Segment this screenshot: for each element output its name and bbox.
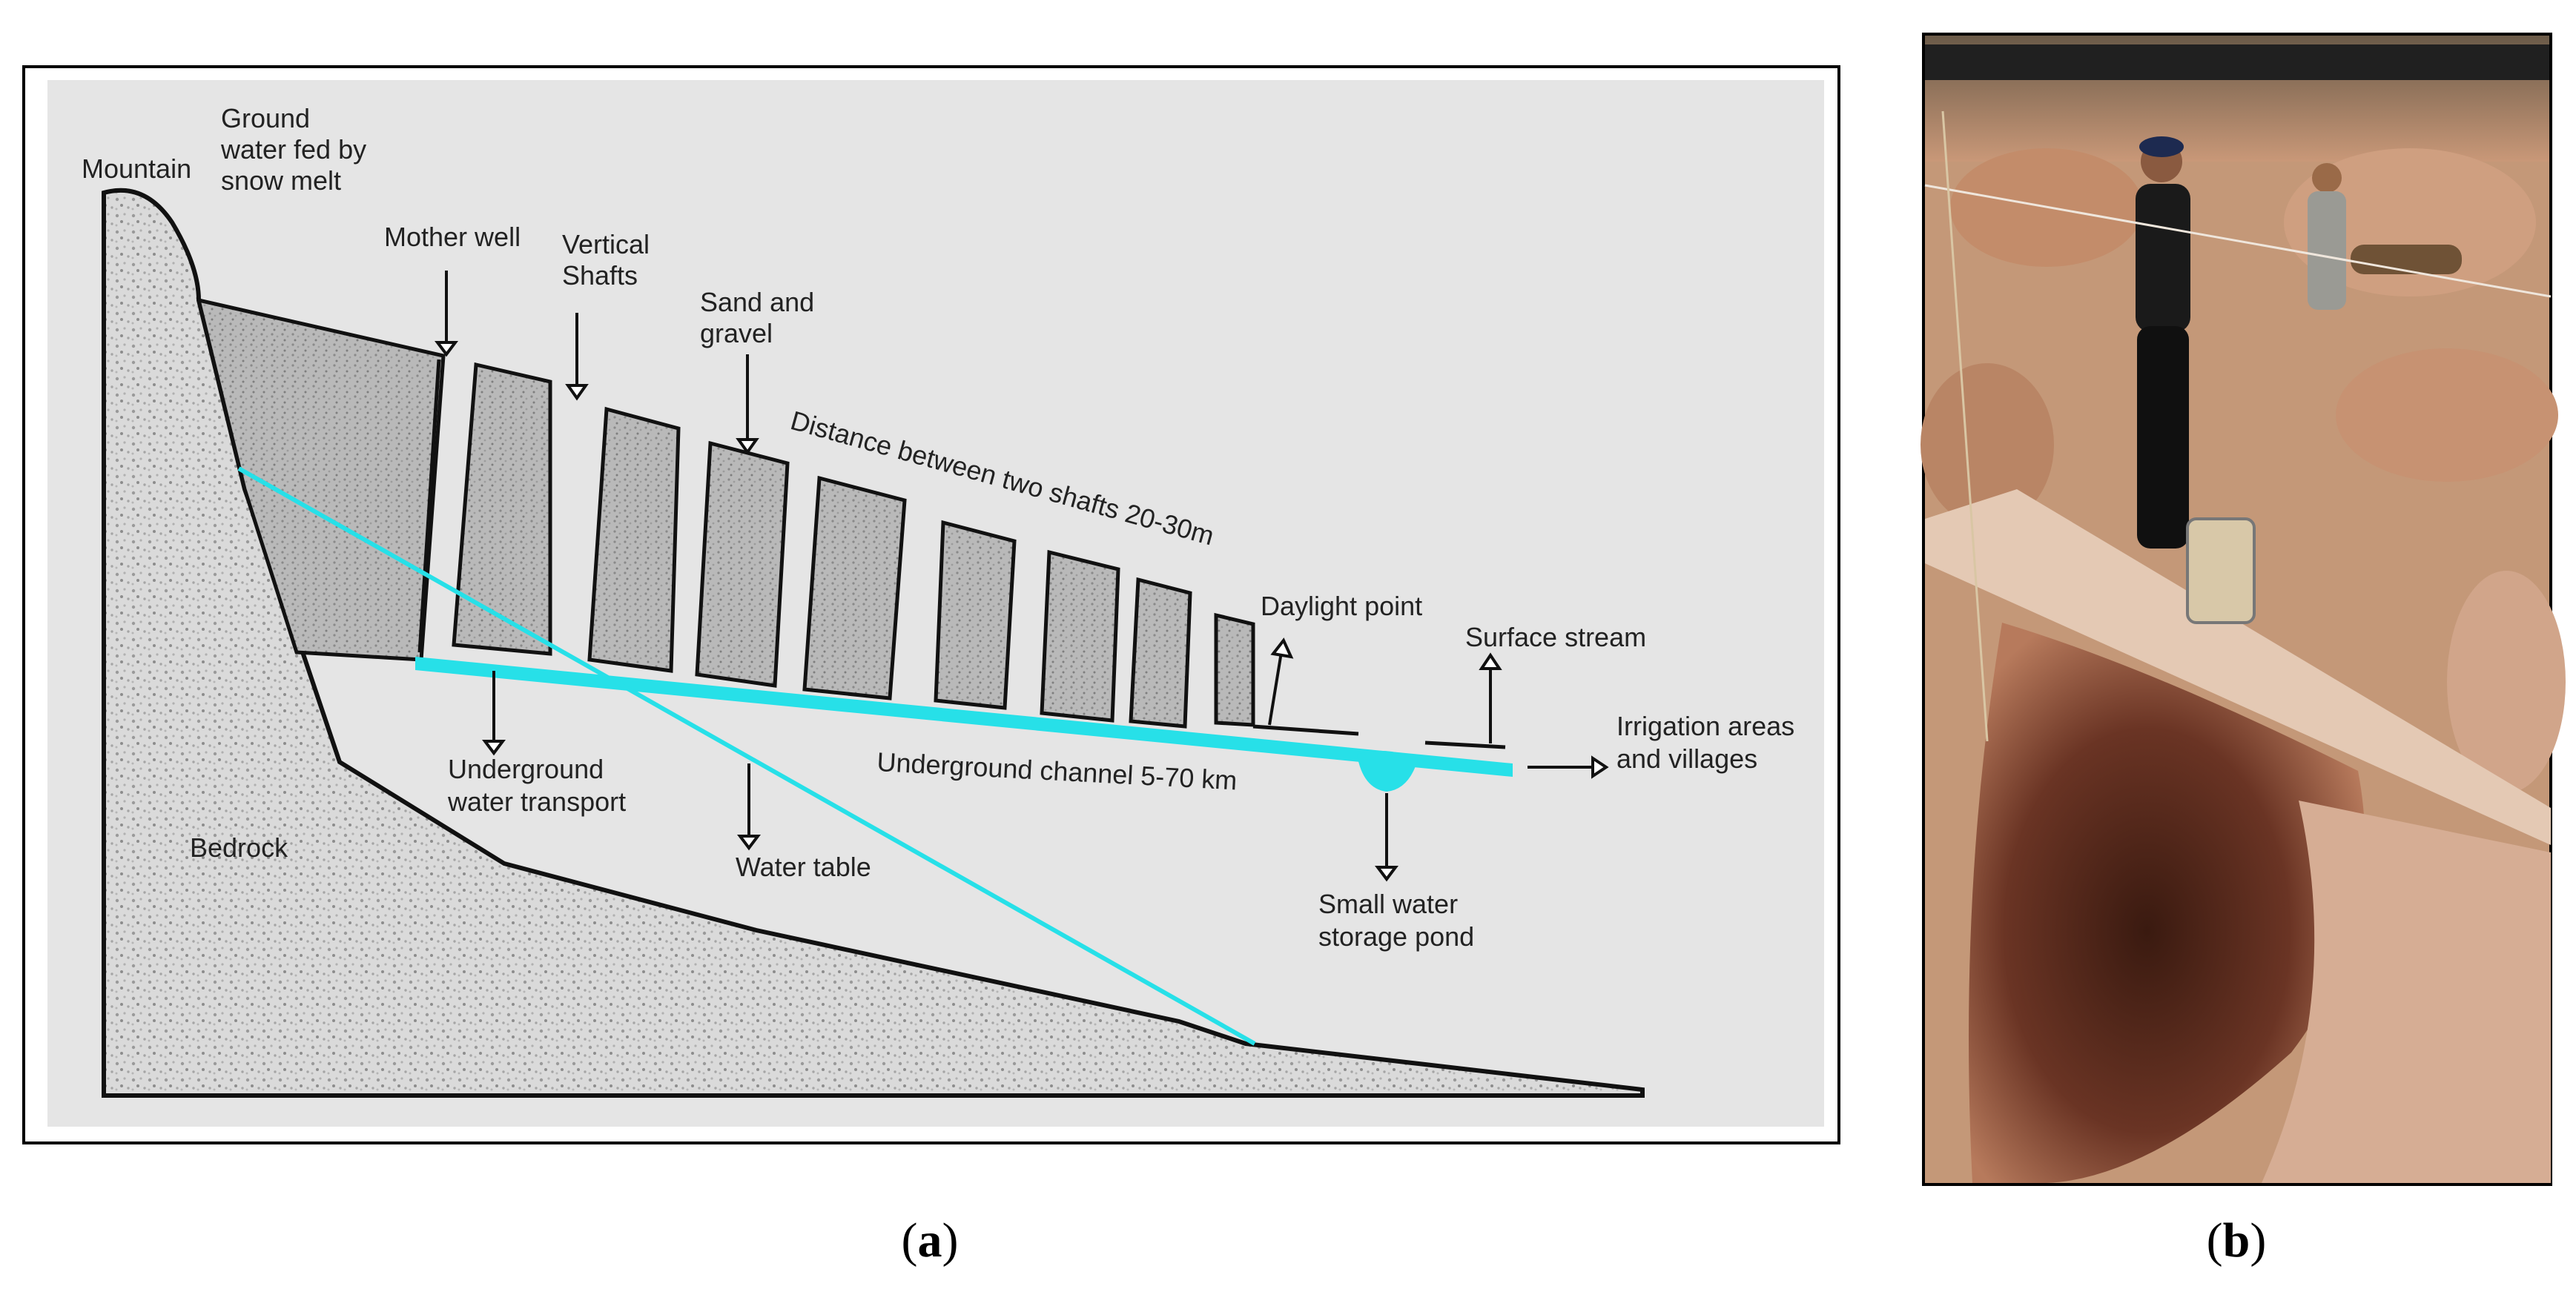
mountain-label: Mountain bbox=[82, 153, 191, 184]
photo-shaft-pit bbox=[1969, 623, 2365, 1183]
ground-line bbox=[1252, 724, 1359, 736]
shaft-slab bbox=[802, 475, 907, 700]
water-table-line bbox=[237, 466, 1256, 1046]
mother-well-label: Mother well bbox=[384, 222, 521, 252]
panel-b-caption: (b) bbox=[2207, 1213, 2267, 1268]
arrow-head bbox=[1479, 652, 1502, 670]
pond-label-2: storage pond bbox=[1318, 921, 1474, 952]
storage-pond bbox=[1357, 750, 1418, 792]
arrow-head bbox=[1591, 755, 1609, 779]
shaft-slabs bbox=[452, 362, 1255, 729]
vertical-shafts-label-2: Shafts bbox=[562, 260, 638, 291]
bedrock-label: Bedrock bbox=[190, 832, 288, 863]
stream-surface-line bbox=[1424, 740, 1506, 749]
shaft-slab bbox=[1214, 612, 1255, 727]
arrows bbox=[435, 271, 1609, 882]
shaft-slab bbox=[1129, 577, 1192, 729]
arrow-head bbox=[1375, 866, 1398, 882]
ground-water-label-2: water fed by bbox=[220, 134, 366, 165]
sand-gravel-label-1: Sand and bbox=[700, 287, 814, 317]
shaft-slab bbox=[587, 406, 681, 673]
underground-transport-label-2: water transport bbox=[447, 786, 626, 817]
shaft-slab bbox=[695, 440, 790, 688]
surface-stream-label: Surface stream bbox=[1465, 622, 1646, 652]
arrow-head bbox=[435, 341, 458, 357]
ground-water-label-3: snow melt bbox=[221, 165, 341, 196]
irrigation-label-2: and villages bbox=[1616, 743, 1757, 774]
photo-rock-wall bbox=[2262, 801, 2551, 1183]
shaft-slab bbox=[1040, 549, 1120, 723]
photo-rope bbox=[1924, 184, 2552, 298]
panel-a-diagram: Mountain Ground water fed by snow melt M… bbox=[22, 65, 1840, 1268]
arrow-head bbox=[1270, 637, 1294, 659]
pond-label-1: Small water bbox=[1318, 889, 1458, 919]
photo-plank bbox=[1925, 489, 2551, 845]
aquifer-zone bbox=[196, 297, 446, 662]
bedrock-mass bbox=[102, 188, 1645, 1098]
ground-water-label-1: Ground bbox=[221, 103, 310, 133]
panel-a-caption: (a) bbox=[902, 1213, 959, 1268]
arrow-head bbox=[482, 740, 506, 756]
daylight-point-label: Daylight point bbox=[1261, 591, 1422, 621]
shaft-slab bbox=[452, 362, 552, 656]
arrow-head bbox=[565, 384, 589, 401]
shaft-slab bbox=[934, 520, 1017, 710]
vertical-shafts-label-1: Vertical bbox=[562, 229, 650, 259]
arrow-head bbox=[737, 835, 761, 851]
panel-b-photo: (b) bbox=[1921, 33, 2566, 1268]
mother-well-shaft bbox=[417, 359, 441, 653]
irrigation-label-1: Irrigation areas bbox=[1616, 711, 1794, 741]
sand-gravel-label-2: gravel bbox=[700, 318, 773, 348]
daylight-arrow bbox=[1268, 652, 1283, 726]
underground-channel bbox=[415, 657, 1513, 777]
water-table-label: Water table bbox=[736, 852, 871, 882]
underground-transport-label-1: Underground bbox=[448, 754, 604, 784]
photo-worker-front bbox=[2136, 136, 2256, 624]
arrow-head bbox=[736, 438, 759, 455]
photo-dark-band bbox=[1925, 44, 2549, 80]
photo-rope bbox=[1941, 110, 1989, 742]
